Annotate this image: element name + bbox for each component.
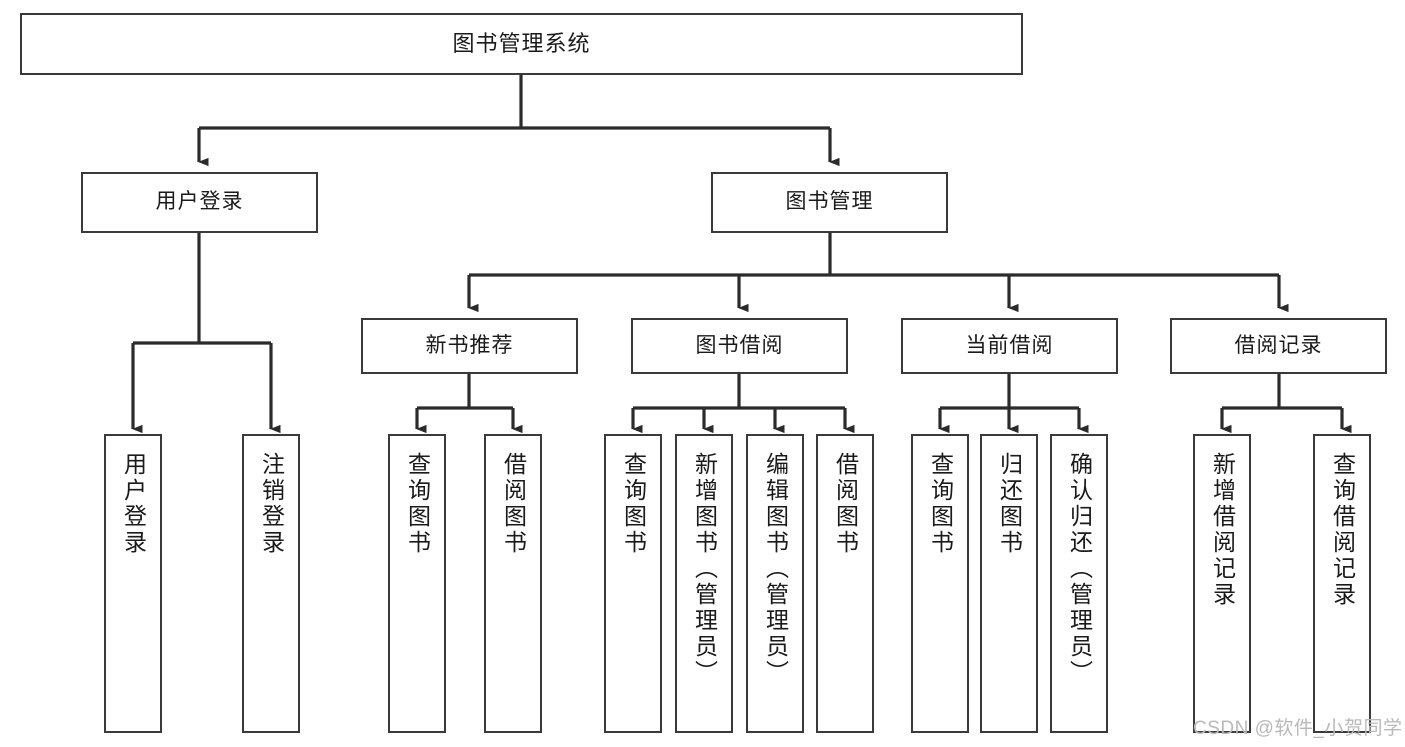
node-user-login[interactable]: 用户登录: [81, 172, 318, 233]
node-current-borrow[interactable]: 当前借阅: [901, 318, 1118, 374]
node-leaf-add-book[interactable]: 新增图书（管理员）: [675, 434, 733, 733]
node-leaf-logout[interactable]: 注销登录: [242, 434, 300, 733]
node-book-manage[interactable]: 图书管理: [711, 172, 948, 233]
node-new-book-recommend-label: 新书推荐: [425, 333, 514, 357]
node-leaf-confirm-return[interactable]: 确认归还（管理员）: [1050, 434, 1108, 733]
node-leaf-borrow-book-b-label: 借阅图书: [832, 452, 859, 556]
node-leaf-return-book[interactable]: 归还图书: [980, 434, 1038, 733]
node-borrow-record[interactable]: 借阅记录: [1170, 318, 1387, 374]
node-book-borrow-label: 图书借阅: [695, 333, 784, 357]
node-book-manage-label: 图书管理: [785, 190, 874, 214]
node-leaf-add-record[interactable]: 新增借阅记录: [1193, 434, 1251, 733]
node-leaf-query-book-c-label: 查询图书: [927, 452, 954, 556]
node-leaf-edit-book-label: 编辑图书（管理员）: [762, 452, 789, 686]
node-leaf-confirm-return-label: 确认归还（管理员）: [1066, 452, 1093, 686]
node-leaf-edit-book[interactable]: 编辑图书（管理员）: [746, 434, 804, 733]
node-leaf-query-book-a-label: 查询图书: [404, 452, 431, 556]
node-leaf-query-book-b-label: 查询图书: [620, 452, 647, 556]
node-leaf-add-book-label: 新增图书（管理员）: [691, 452, 718, 686]
node-root-system[interactable]: 图书管理系统: [20, 13, 1023, 75]
node-leaf-query-book-c[interactable]: 查询图书: [911, 434, 969, 733]
node-leaf-logout-label: 注销登录: [258, 452, 285, 556]
csdn-watermark: CSDN @软件_小贺同学: [1193, 718, 1403, 739]
node-book-borrow[interactable]: 图书借阅: [631, 318, 848, 374]
node-leaf-borrow-book-b[interactable]: 借阅图书: [816, 434, 874, 733]
node-borrow-record-label: 借阅记录: [1234, 333, 1323, 357]
node-user-login-label: 用户登录: [155, 190, 244, 214]
node-new-book-recommend[interactable]: 新书推荐: [361, 318, 578, 374]
node-root-system-label: 图书管理系统: [452, 31, 591, 57]
node-leaf-query-book-a[interactable]: 查询图书: [388, 434, 446, 733]
node-leaf-return-book-label: 归还图书: [996, 452, 1023, 556]
node-leaf-user-login[interactable]: 用户登录: [104, 434, 162, 733]
node-leaf-add-record-label: 新增借阅记录: [1209, 452, 1236, 608]
node-leaf-borrow-book-a-label: 借阅图书: [500, 452, 527, 556]
node-leaf-query-record[interactable]: 查询借阅记录: [1313, 434, 1371, 733]
node-leaf-user-login-label: 用户登录: [120, 452, 147, 556]
node-leaf-query-book-b[interactable]: 查询图书: [604, 434, 662, 733]
node-leaf-borrow-book-a[interactable]: 借阅图书: [484, 434, 542, 733]
node-leaf-query-record-label: 查询借阅记录: [1329, 452, 1356, 608]
node-current-borrow-label: 当前借阅: [965, 333, 1054, 357]
